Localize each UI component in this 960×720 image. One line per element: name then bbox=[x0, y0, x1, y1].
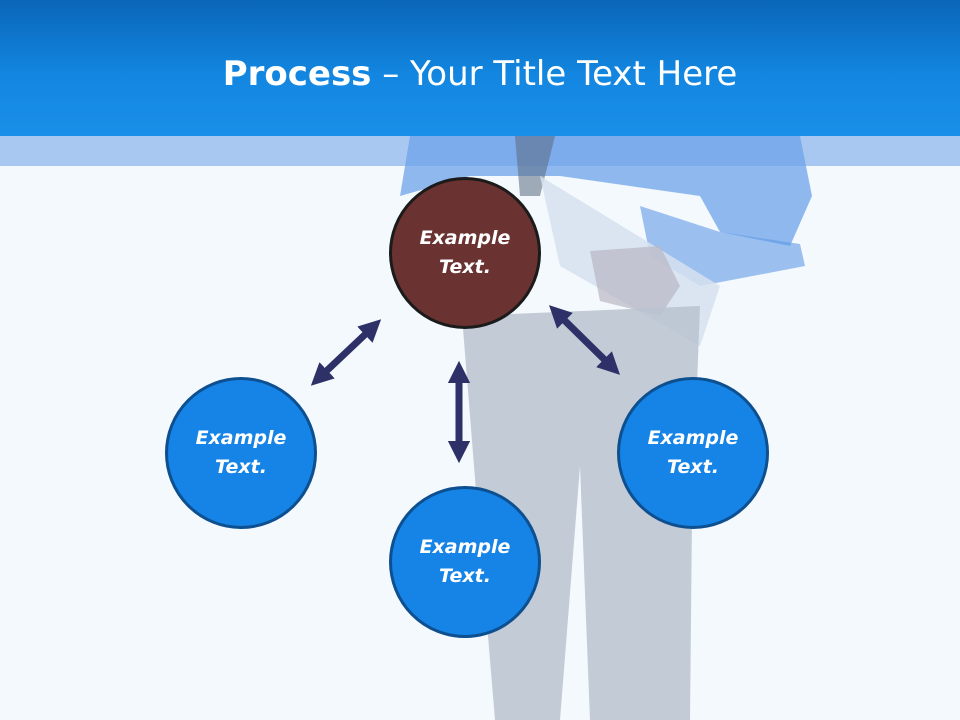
slide-title: Process – Your Title Text Here bbox=[0, 52, 960, 96]
right-node-label: Example Text. bbox=[647, 427, 739, 478]
arrow-right-diagonal bbox=[549, 305, 620, 375]
center-node-label: Example Text. bbox=[419, 227, 511, 278]
left-node-label: Example Text. bbox=[195, 427, 287, 478]
center-node: Example Text. bbox=[389, 177, 541, 329]
title-bold: Process bbox=[222, 54, 372, 94]
left-node: Example Text. bbox=[165, 377, 317, 529]
bottom-node-label: Example Text. bbox=[419, 536, 511, 587]
title-bar bbox=[0, 0, 960, 136]
arrow-left-diagonal bbox=[310, 319, 382, 386]
right-node: Example Text. bbox=[617, 377, 769, 529]
bottom-node: Example Text. bbox=[389, 486, 541, 638]
background-businessman-image bbox=[400, 136, 812, 720]
title-rest: – Your Title Text Here bbox=[371, 54, 738, 94]
